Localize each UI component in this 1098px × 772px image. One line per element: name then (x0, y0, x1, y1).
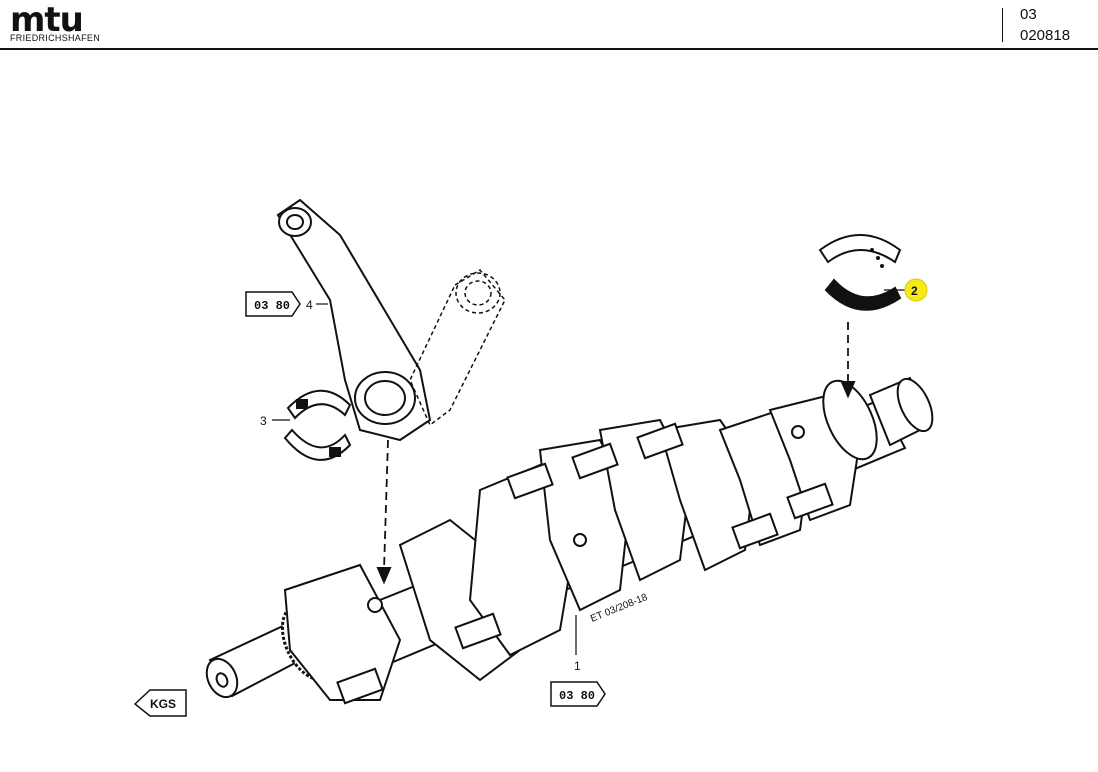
crankshaft-reference[interactable]: 03 80 (559, 689, 595, 703)
direction-badge (133, 689, 187, 717)
callout-1[interactable]: 1 (574, 659, 581, 673)
page-header: mtu FRIEDRICHSHAFEN 03 020818 (0, 0, 1098, 50)
header-rule (0, 48, 1098, 50)
main-bearing-shells[interactable] (818, 234, 902, 311)
callout-2[interactable]: 2 (911, 284, 918, 298)
callout-2-highlight (904, 278, 928, 302)
conrod-bearing-shells[interactable] (283, 389, 352, 461)
conrod-reference[interactable]: 03 80 (254, 299, 290, 313)
group-number: 03 (1020, 6, 1037, 23)
crankshaft[interactable] (201, 373, 940, 705)
mtu-logo: mtu (10, 0, 84, 40)
logo-subtitle: FRIEDRICHSHAFEN (10, 33, 101, 43)
reference-box-crankshaft[interactable] (550, 681, 606, 707)
arrowhead-bearing (840, 381, 856, 399)
assembly-lines (383, 322, 849, 571)
direction-badge-label: KGS (150, 697, 176, 711)
arrowhead-conrod (376, 567, 392, 585)
connecting-rod[interactable] (276, 198, 506, 442)
document-number: 020818 (1020, 27, 1071, 44)
reference-box-conrod[interactable] (245, 291, 301, 317)
callout-3[interactable]: 3 (260, 414, 267, 428)
header-separator (1002, 8, 1003, 42)
callout-4[interactable]: 4 (306, 298, 313, 312)
